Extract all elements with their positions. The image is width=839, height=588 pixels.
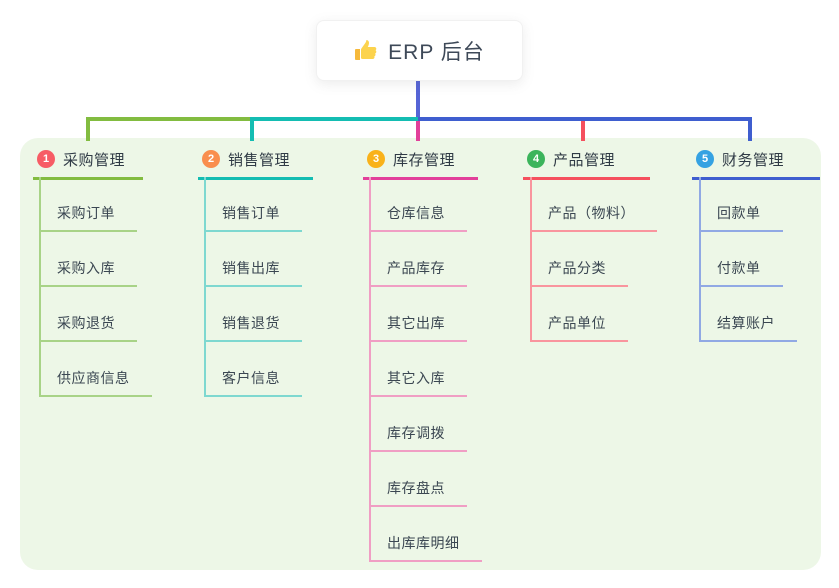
connector-sales-drop: [250, 117, 254, 141]
node-product-material[interactable]: 产品（物料）: [532, 203, 657, 232]
node-settlement-account[interactable]: 结算账户: [701, 313, 797, 342]
connector-inventory-drop: [416, 121, 420, 141]
branch-number-badge: 5: [696, 150, 714, 168]
branch-title: 采购管理: [63, 151, 126, 169]
node-warehouse-info[interactable]: 仓库信息: [371, 203, 467, 232]
connector-sales-horizontal: [250, 117, 418, 121]
thumbs-up-icon: [354, 39, 378, 63]
branch-title: 产品管理: [553, 151, 616, 169]
branch-inventory-children: 仓库信息 产品库存 其它出库 其它入库 库存调拨 库存盘点 出库库明细: [369, 177, 482, 562]
connector-product-drop: [581, 121, 585, 141]
branch-number-badge: 4: [527, 150, 545, 168]
node-sales-outbound[interactable]: 销售出库: [206, 258, 302, 287]
node-stock-check[interactable]: 库存盘点: [371, 478, 467, 507]
node-purchase-order[interactable]: 采购订单: [41, 203, 137, 232]
root-node-erp[interactable]: ERP 后台: [316, 20, 523, 81]
node-product-category[interactable]: 产品分类: [532, 258, 628, 287]
branches-background-panel: [20, 138, 821, 570]
branch-product-management[interactable]: 4 产品管理: [523, 147, 650, 180]
node-receipt-order[interactable]: 回款单: [701, 203, 783, 232]
branch-inventory-management[interactable]: 3 库存管理: [363, 147, 478, 180]
node-stock-detail[interactable]: 出库库明细: [371, 533, 482, 562]
branch-number-badge: 3: [367, 150, 385, 168]
branch-title: 库存管理: [393, 151, 456, 169]
connector-finance-horizontal: [418, 117, 752, 121]
node-other-outbound[interactable]: 其它出库: [371, 313, 467, 342]
node-sales-return[interactable]: 销售退货: [206, 313, 302, 342]
connector-purchase-horizontal: [86, 117, 252, 121]
node-purchase-inbound[interactable]: 采购入库: [41, 258, 137, 287]
branch-title: 销售管理: [228, 151, 291, 169]
branch-finance-management[interactable]: 5 财务管理: [692, 147, 820, 180]
branch-finance-children: 回款单 付款单 结算账户: [699, 177, 797, 342]
node-other-inbound[interactable]: 其它入库: [371, 368, 467, 397]
branch-title: 财务管理: [722, 151, 785, 169]
branch-product-children: 产品（物料） 产品分类 产品单位: [530, 177, 657, 342]
branch-purchase-children: 采购订单 采购入库 采购退货 供应商信息: [39, 177, 152, 397]
branch-number-badge: 2: [202, 150, 220, 168]
branch-number-badge: 1: [37, 150, 55, 168]
branch-sales-management[interactable]: 2 销售管理: [198, 147, 313, 180]
root-node-label: ERP 后台: [388, 40, 485, 64]
branch-sales-children: 销售订单 销售出库 销售退货 客户信息: [204, 177, 302, 397]
node-supplier-info[interactable]: 供应商信息: [41, 368, 152, 397]
node-sales-order[interactable]: 销售订单: [206, 203, 302, 232]
branch-purchase-management[interactable]: 1 采购管理: [33, 147, 143, 180]
root-connector-line: [416, 81, 420, 119]
node-purchase-return[interactable]: 采购退货: [41, 313, 137, 342]
node-payment-order[interactable]: 付款单: [701, 258, 783, 287]
connector-purchase-drop: [86, 117, 90, 141]
connector-finance-drop: [748, 117, 752, 141]
node-customer-info[interactable]: 客户信息: [206, 368, 302, 397]
node-stock-transfer[interactable]: 库存调拨: [371, 423, 467, 452]
node-product-stock[interactable]: 产品库存: [371, 258, 467, 287]
node-product-unit[interactable]: 产品单位: [532, 313, 628, 342]
